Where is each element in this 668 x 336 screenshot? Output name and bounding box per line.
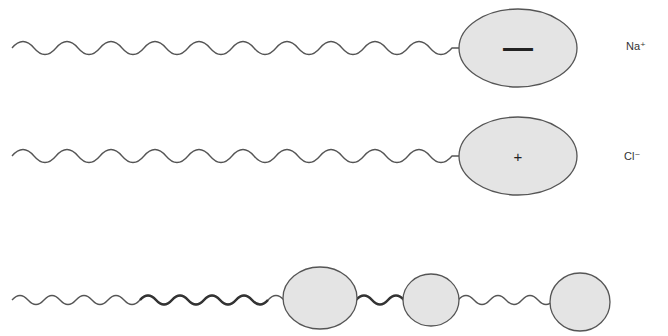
ionic-head: —	[458, 8, 578, 88]
bead	[550, 273, 610, 331]
polymer-chain-thick	[356, 296, 408, 305]
hydrocarbon-tail	[12, 42, 460, 55]
counter-ion: Na⁺	[626, 40, 646, 53]
counter-ion: Cl⁻	[624, 150, 640, 163]
polymer-chain	[12, 296, 286, 305]
head-ellipse	[459, 9, 577, 87]
bead	[403, 274, 459, 326]
charge-sign: +	[514, 149, 523, 164]
bead	[283, 267, 357, 329]
polymer-chain-thick	[140, 296, 268, 305]
charge-sign: —	[503, 33, 533, 63]
ionic-head: +	[458, 116, 578, 196]
head-ellipse	[459, 117, 577, 195]
polymer-chain	[458, 296, 554, 305]
hydrocarbon-tail	[12, 150, 460, 163]
